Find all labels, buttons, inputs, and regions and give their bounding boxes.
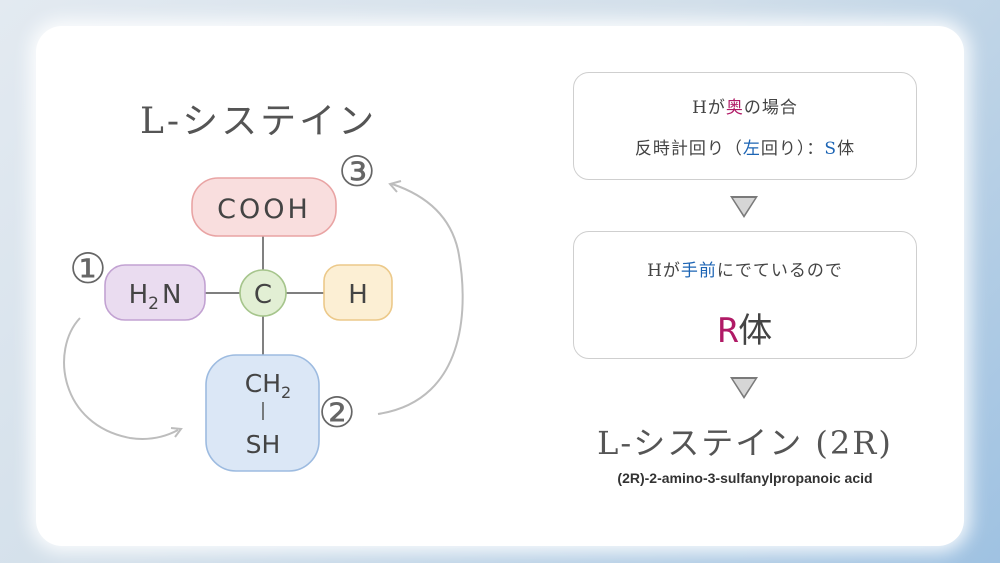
step2-line2-em: R xyxy=(717,311,739,351)
iupac-name: (2R)-2-amino-3-sulfanylpropanoic acid xyxy=(617,470,873,486)
step1-line1-em: 奥 xyxy=(725,98,744,118)
step2-line1: Hが手前にでているので xyxy=(574,256,916,281)
down-triangle-icon xyxy=(730,377,758,399)
center-carbon-circle xyxy=(239,269,287,317)
ch2-label-main: CH xyxy=(245,369,281,398)
step2-line1-em: 手前 xyxy=(680,261,717,281)
amine-label-subscript: 2 xyxy=(148,294,159,314)
down-triangle-icon xyxy=(730,196,758,218)
step2-line2: R体 xyxy=(574,303,916,352)
step1-line2-mid: 回り）： xyxy=(760,139,825,159)
step2-line2-post: 体 xyxy=(738,311,773,351)
hydrogen-group-box xyxy=(323,264,393,321)
step1-line2-em2: S xyxy=(824,139,838,159)
arrow-2-to-3 xyxy=(377,183,464,415)
step-box-h-back: Hが奥の場合 反時計回り（左回り）：S体 xyxy=(573,72,917,180)
molecule-title: L-システイン xyxy=(140,101,378,142)
arrow-1-to-2 xyxy=(63,317,179,440)
step1-line2: 反時計回り（左回り）：S体 xyxy=(574,134,916,159)
priority-2-label: ② xyxy=(318,388,356,437)
center-carbon-label: C xyxy=(254,280,272,310)
priority-3-label: ③ xyxy=(338,147,376,196)
amine-label-n: N xyxy=(162,280,181,310)
ch2-label-subscript: 2 xyxy=(281,383,291,402)
step1-line2-post: 体 xyxy=(837,139,856,159)
cooh-group-box xyxy=(191,177,337,237)
ch2-label: CH2 xyxy=(245,369,291,402)
step1-line1-pre: Hが xyxy=(692,98,726,118)
arrow-1-to-2-head xyxy=(170,427,183,438)
cooh-label: COOH xyxy=(217,194,311,225)
arrow-2-to-3-head xyxy=(388,180,402,193)
step2-line1-post: にでているので xyxy=(716,261,843,281)
hydrogen-label: H xyxy=(348,280,368,310)
priority-1-label: ① xyxy=(69,244,107,293)
amine-label-h: H xyxy=(129,280,149,310)
step-box-h-front: Hが手前にでているので R体 xyxy=(573,231,917,359)
amine-group-box xyxy=(104,264,206,321)
step1-line1-post: の場合 xyxy=(743,98,798,118)
step1-line2-pre: 反時計回り（ xyxy=(634,139,743,159)
step2-line1-pre: Hが xyxy=(647,261,681,281)
step1-line2-em: 左 xyxy=(742,139,761,159)
result-title: L-システイン (2R) xyxy=(597,424,893,462)
step1-line1: Hが奥の場合 xyxy=(574,93,916,118)
sh-label: SH xyxy=(246,430,281,459)
